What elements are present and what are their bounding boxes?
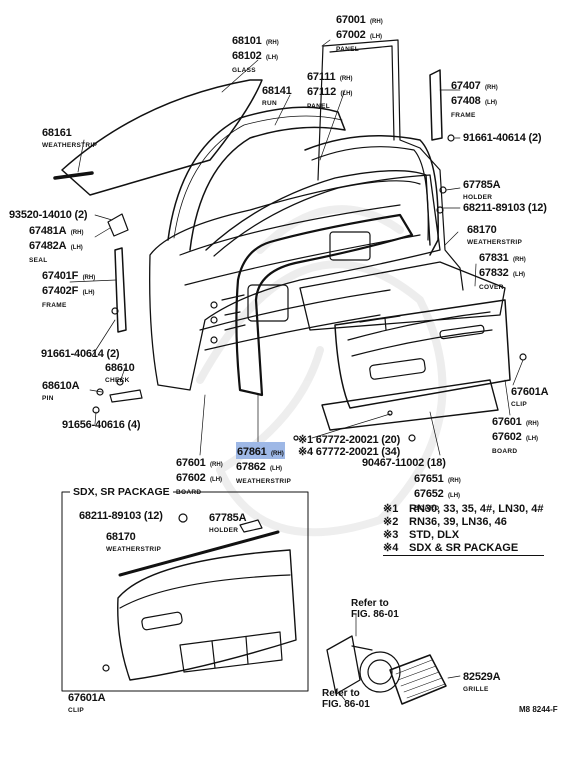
speaker-grille xyxy=(389,654,447,705)
label-door-weatherstrip: 67861 (RH) 67862 (LH) WEATHERSTRIP xyxy=(236,442,291,486)
label-grille: 82529A GRILLE xyxy=(463,671,501,694)
package-weatherstrip xyxy=(118,530,280,577)
refer-top: Refer to FIG. 86-01 xyxy=(351,598,399,620)
window-frame-inner xyxy=(205,169,431,251)
door-check xyxy=(109,389,143,403)
label-clip-34: ※4 67772-20021 (34) xyxy=(298,446,401,458)
label-screw-seal: 93520-14010 (2) xyxy=(9,209,88,221)
label-weatherstrip-glass: 68161 WEATHERSTRIP xyxy=(42,127,98,150)
label-frame-rear: 67407 (RH) 67408 (LH) FRAME xyxy=(451,80,498,120)
door-trim-board xyxy=(334,299,511,409)
door-weatherstrip xyxy=(235,213,414,397)
label-pkg-weatherstrip: 68170 WEATHERSTRIP xyxy=(106,531,162,554)
label-pin: 68610A PIN xyxy=(42,380,80,403)
rear-frame xyxy=(429,69,443,141)
label-check: 68610 CHECK xyxy=(105,362,135,385)
label-board-lower: 67651 (RH) 67652 (LH) BOARD xyxy=(414,473,461,513)
label-board-rh: 67601 (RH) 67602 (LH) BOARD xyxy=(492,416,539,456)
label-clip-12: 68211-89103 (12) xyxy=(463,202,547,214)
door-inner-frame xyxy=(149,174,441,391)
label-panel-mid: 67111 (RH) 67112 (LH) PANEL xyxy=(307,71,353,111)
label-weatherstrip-inner: 68170 WEATHERSTRIP xyxy=(467,224,523,247)
package-title: SDX, SR PACKAGE xyxy=(70,486,173,498)
refer-bottom: Refer to FIG. 86-01 xyxy=(322,688,370,710)
label-pkg-holder: 67785A HOLDER xyxy=(209,512,247,535)
label-frame-front: 67401F (RH) 67402F (LH) FRAME xyxy=(42,270,96,310)
highlighted-part-number: 67861 (RH) xyxy=(236,442,285,459)
label-seal: 67481A (RH) 67482A (LH) SEAL xyxy=(29,225,84,265)
speaker-frame xyxy=(326,635,361,695)
package-board xyxy=(117,549,297,681)
label-screw-18: 90467-11002 (18) xyxy=(362,457,446,469)
door-glass xyxy=(61,79,263,196)
label-bolt: 91656-40616 (4) xyxy=(62,419,141,431)
label-screw-lower: 91661-40614 (2) xyxy=(41,348,120,360)
label-glass: 68101 (RH) 68102 (LH) GLASS xyxy=(232,35,279,75)
label-pkg-clip-12: 68211-89103 (12) xyxy=(79,510,163,522)
label-holder: 67785A HOLDER xyxy=(463,179,501,202)
label-screw-top: 91661-40614 (2) xyxy=(463,132,542,144)
glass-weatherstrip xyxy=(53,171,94,180)
label-run: 68141 RUN xyxy=(262,85,292,108)
seal-part xyxy=(107,213,129,237)
label-clip-main: 67601A CLIP xyxy=(511,386,549,409)
door-panel-mid xyxy=(304,135,439,256)
lower-door-board xyxy=(321,379,499,431)
label-clip-20: ※1 67772-20021 (20) xyxy=(298,434,401,446)
label-panel-top: 67001 (RH) 67002 (LH) PANEL xyxy=(336,14,383,54)
label-board-left: 67601 (RH) 67602 (LH) BOARD xyxy=(176,457,223,497)
door-cover xyxy=(299,261,506,331)
figure-code: M8 8244-F xyxy=(519,705,558,714)
label-cover: 67831 (RH) 67832 (LH) COVER xyxy=(479,252,526,292)
front-frame xyxy=(114,247,127,333)
package-box xyxy=(61,491,309,692)
label-pkg-clip: 67601A CLIP xyxy=(68,692,106,715)
window-run xyxy=(167,106,346,251)
